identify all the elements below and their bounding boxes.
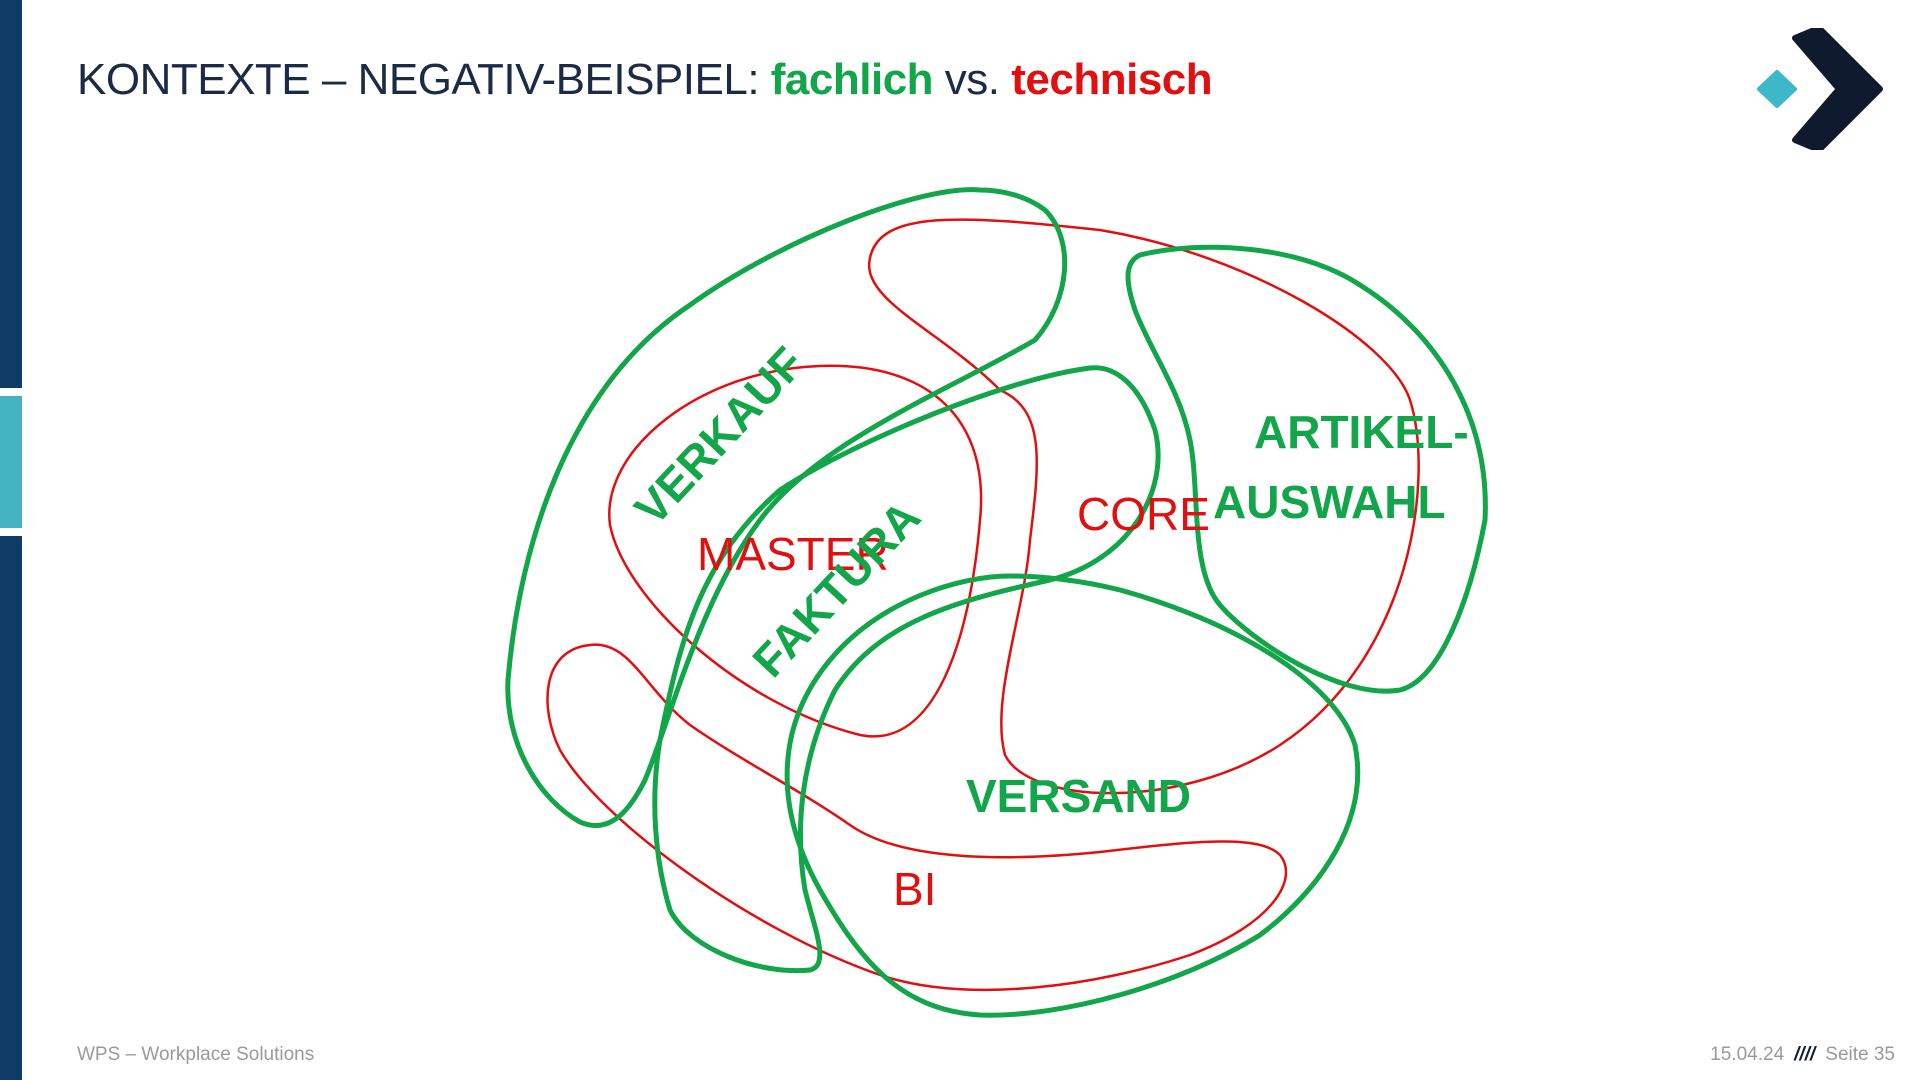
domain-context-versand-outline — [784, 573, 1361, 1018]
title-vs: vs. — [933, 55, 1012, 104]
label-master: MASTER — [697, 528, 889, 580]
label-artikel-line2: AUSWAHL — [1213, 476, 1446, 528]
domain-context-verkauf-outline — [505, 187, 1068, 828]
sidebar-accent-top — [0, 0, 22, 388]
footer-company: WPS – Workplace Solutions — [77, 1044, 315, 1065]
label-artikel-line1: ARTIKEL- — [1254, 406, 1469, 458]
technical-context-core-outline — [867, 218, 1420, 795]
footer-page-number: Seite 35 — [1825, 1044, 1895, 1065]
domain-context-artikel-auswahl-outline — [1125, 244, 1488, 694]
title-prefix: KONTEXTE – NEGATIV-BEISPIEL: — [77, 55, 771, 104]
technical-context-master-outline — [608, 364, 983, 738]
label-core: CORE — [1077, 488, 1210, 540]
sidebar-accent-bottom — [0, 536, 22, 1080]
label-versand: VERSAND — [966, 770, 1191, 822]
technical-context-bi-outline — [546, 643, 1288, 992]
label-verkauf: VERKAUF — [624, 337, 814, 535]
wps-chevron-logo-icon — [1757, 28, 1883, 150]
slide-title: KONTEXTE – NEGATIV-BEISPIEL: fachlich vs… — [77, 55, 1213, 105]
domain-context-faktura-outline — [652, 365, 1161, 974]
footer-separator: //// — [1794, 1044, 1816, 1065]
footer-meta: 15.04.24 //// Seite 35 — [1710, 1044, 1895, 1066]
title-technisch: technisch — [1011, 55, 1213, 104]
footer-date: 15.04.24 — [1710, 1044, 1785, 1065]
title-fachlich: fachlich — [770, 55, 934, 104]
label-bi: BI — [893, 863, 936, 915]
label-faktura: FAKTURA — [742, 491, 930, 687]
sidebar-accent-middle — [0, 396, 22, 528]
